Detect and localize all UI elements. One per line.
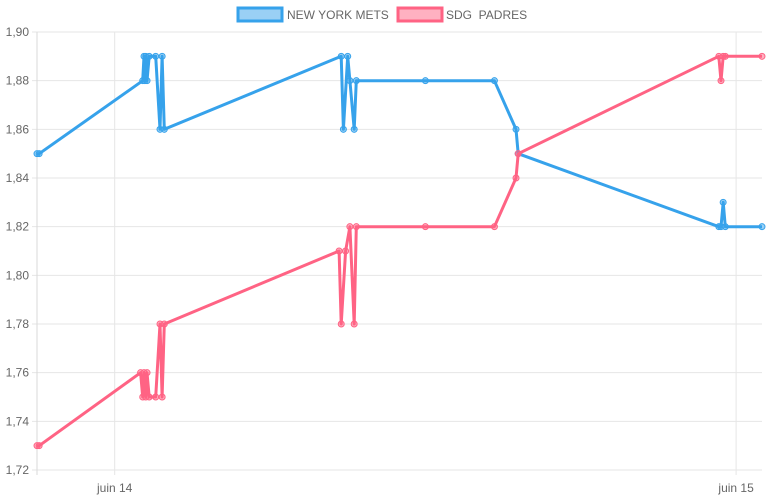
series-layer	[33, 52, 766, 450]
series-line	[37, 54, 762, 448]
data-point	[346, 77, 354, 85]
data-point	[344, 52, 352, 60]
legend: NEW YORK METS SDG PADRES	[236, 6, 527, 23]
y-tick-label: 1,84	[6, 171, 30, 185]
legend-swatch-padres	[396, 6, 444, 23]
data-point	[143, 369, 151, 377]
data-point	[152, 393, 160, 401]
data-point	[721, 223, 729, 231]
data-point	[758, 223, 766, 231]
data-point	[337, 52, 345, 60]
data-point	[35, 442, 43, 450]
data-point	[512, 174, 520, 182]
series-0	[33, 52, 766, 231]
data-point	[335, 247, 343, 255]
series-1	[33, 52, 766, 450]
data-point	[719, 198, 727, 206]
data-point	[160, 125, 168, 133]
data-point	[352, 223, 360, 231]
data-point	[152, 52, 160, 60]
legend-item-padres[interactable]: SDG PADRES	[396, 6, 527, 23]
y-tick-label: 1,74	[6, 414, 30, 428]
data-point	[35, 150, 43, 158]
data-point	[421, 223, 429, 231]
data-point	[350, 125, 358, 133]
data-point	[160, 320, 168, 328]
y-tick-label: 1,82	[6, 220, 30, 234]
data-point	[158, 393, 166, 401]
data-point	[352, 77, 360, 85]
data-point	[514, 150, 522, 158]
y-tick-label: 1,80	[6, 268, 30, 282]
x-tick-label: juin 14	[96, 481, 133, 495]
data-point	[717, 77, 725, 85]
data-point	[145, 393, 153, 401]
legend-label-padres: SDG PADRES	[446, 8, 527, 22]
y-tick-label: 1,72	[6, 463, 30, 477]
data-point	[421, 77, 429, 85]
y-tick-label: 1,88	[6, 74, 30, 88]
data-point	[145, 52, 153, 60]
y-tick-label: 1,86	[6, 122, 30, 136]
data-point	[346, 223, 354, 231]
x-tick-label: juin 15	[717, 481, 754, 495]
y-tick-label: 1,90	[6, 25, 30, 39]
data-point	[337, 320, 345, 328]
legend-swatch-mets	[236, 6, 284, 23]
data-point	[339, 125, 347, 133]
data-point	[158, 52, 166, 60]
y-axis: 1,72 1,74 1,76 1,78 1,80 1,82 1,84 1,86 1,88 1,90	[6, 25, 30, 477]
legend-item-mets[interactable]: NEW YORK METS	[236, 6, 389, 23]
data-point	[350, 320, 358, 328]
data-point	[758, 52, 766, 60]
data-point	[512, 125, 520, 133]
legend-label-mets: NEW YORK METS	[287, 8, 389, 22]
x-axis: juin 14 juin 15	[96, 481, 754, 495]
data-point	[721, 52, 729, 60]
y-tick-label: 1,76	[6, 366, 30, 380]
data-point	[490, 223, 498, 231]
grid	[32, 31, 762, 475]
data-point	[143, 77, 151, 85]
data-point	[342, 247, 350, 255]
y-tick-label: 1,78	[6, 317, 30, 331]
data-point	[490, 77, 498, 85]
